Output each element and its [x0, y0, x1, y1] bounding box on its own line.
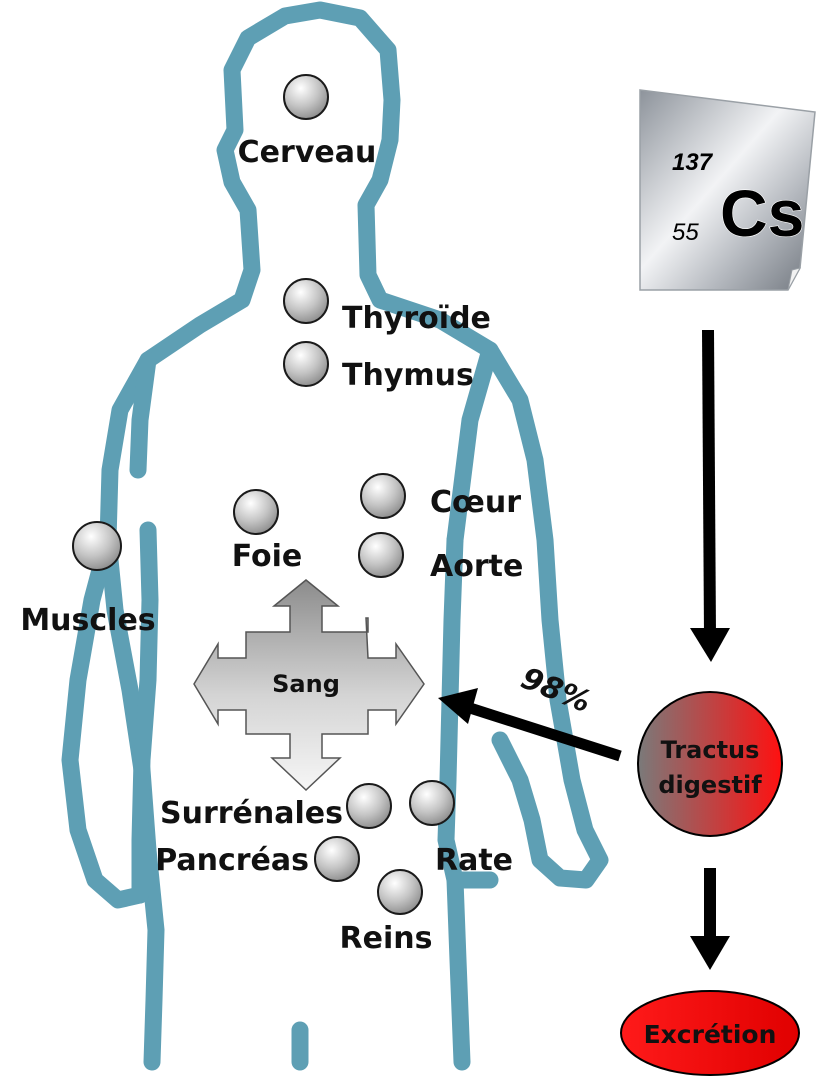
spleen-label: Rate	[435, 843, 513, 878]
digestive-tract-line2: digestif	[658, 771, 762, 799]
adrenals-organ-1	[347, 784, 391, 828]
thymus-label: Thymus	[342, 358, 474, 393]
kidneys-organ	[378, 870, 422, 914]
pancreas-label: Pancréas	[155, 843, 309, 878]
cesium-element-tile: 137 55 Cs	[640, 90, 815, 290]
muscles-label: Muscles	[20, 603, 155, 638]
brain-label: Cerveau	[238, 135, 377, 170]
digestive-tract-line1: Tractus	[661, 736, 760, 764]
element-symbol: Cs	[720, 176, 804, 250]
brain-organ	[284, 75, 328, 119]
excretion-node: Excrétion	[621, 991, 799, 1075]
heart-organ	[361, 474, 405, 518]
kidneys-label: Reins	[340, 921, 433, 956]
aorta-organ	[359, 533, 403, 577]
arrow-ingestion	[708, 330, 710, 636]
blood-distribution-cross: Sang	[194, 580, 424, 790]
excretion-label: Excrétion	[644, 1020, 777, 1049]
adrenals-organ-2	[410, 781, 454, 825]
atomic-number: 55	[672, 219, 699, 246]
adrenals-label: Surrénales	[160, 796, 343, 831]
thyroid-organ	[284, 279, 328, 323]
thyroid-label: Thyroïde	[342, 301, 491, 336]
muscles-organ	[73, 522, 121, 570]
liver-label: Foie	[232, 539, 303, 574]
heart-label: Cœur	[430, 485, 521, 520]
aorta-label: Aorte	[430, 549, 523, 584]
arrow-ingestion-head	[690, 628, 730, 662]
mass-number: 137	[672, 149, 714, 176]
pancreas-organ	[315, 837, 359, 881]
liver-organ	[234, 490, 278, 534]
blood-label: Sang	[272, 670, 340, 698]
organ-spheres	[73, 75, 454, 914]
digestive-tract-node: Tractus digestif	[638, 692, 782, 836]
arrow-excretion-head	[690, 936, 730, 970]
arrow-absorption	[470, 708, 620, 756]
thymus-organ	[284, 342, 328, 386]
